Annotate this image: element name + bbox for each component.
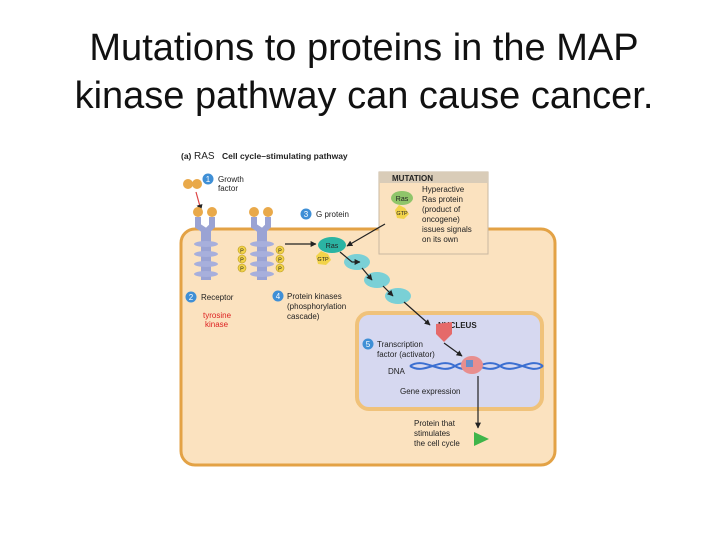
step-2-number: 2 xyxy=(189,293,194,302)
phosphate-groups: P P P P P P xyxy=(237,245,285,273)
mutation-line-2: Ras protein xyxy=(422,195,463,204)
gene-expression-label: Gene expression xyxy=(400,387,460,396)
step-4-line-1: Protein kinases xyxy=(287,292,342,301)
mutation-line-5: issues signals xyxy=(422,225,472,234)
step-1-badge xyxy=(202,173,214,185)
mutation-header: MUTATION xyxy=(392,174,433,183)
slide-title-line-2: kinase pathway can cause cancer. xyxy=(74,75,654,117)
protein-out-line-3: the cell cycle xyxy=(414,439,460,448)
mutation-ras-label: Ras xyxy=(396,196,409,203)
nucleus xyxy=(355,311,544,411)
ras-gprotein-icon xyxy=(318,237,346,253)
output-protein-icon xyxy=(474,432,489,446)
mutation-arrow xyxy=(346,223,386,247)
phosphate-label: P xyxy=(278,258,282,264)
step-5-line-2: factor (activator) xyxy=(377,350,435,359)
step-2-line-1: Receptor xyxy=(201,293,234,302)
step-3-number: 3 xyxy=(304,210,309,219)
tyrosine-kinase-line-2: kinase xyxy=(205,320,229,329)
tf-to-dna-arrow xyxy=(443,342,463,357)
receptor-2-icon xyxy=(249,207,274,280)
step-5-badge xyxy=(362,338,374,350)
protein-out-line-1: Protein that xyxy=(414,419,456,428)
ras-label: RAS xyxy=(194,151,215,162)
slide-title: Mutations to proteins in the MAP kinase … xyxy=(0,24,728,120)
step-5-line-1: Transcription xyxy=(377,340,423,349)
growth-factor-icon xyxy=(183,179,203,211)
phosphate-label: P xyxy=(240,267,244,273)
step-1-line-2: factor xyxy=(218,184,238,193)
receptor-1-icon xyxy=(193,207,218,280)
mutation-line-4: oncogene) xyxy=(422,215,460,224)
step-2-badge xyxy=(185,291,197,303)
tyrosine-kinase-line-1: tyrosine xyxy=(203,311,232,320)
dna-label: DNA xyxy=(388,367,406,376)
mutation-line-1: Hyperactive xyxy=(422,185,465,194)
panel-label: (a) xyxy=(181,151,192,161)
step-4-line-2: (phosphorylation xyxy=(287,302,346,311)
mutation-ras-icon xyxy=(391,191,413,205)
slide-title-line-1: Mutations to proteins in the MAP xyxy=(89,27,639,69)
ras-gtp-label: GTP xyxy=(317,257,329,263)
panel-title: Cell cycle–stimulating pathway xyxy=(222,151,348,161)
mutation-gtp-label: GTP xyxy=(396,211,408,217)
dna-helix-icon xyxy=(409,356,544,374)
step-1-line-1: Growth xyxy=(218,175,244,184)
step-3-badge xyxy=(300,208,312,220)
mutation-line-6: on its own xyxy=(422,235,458,244)
mutation-gtp-icon xyxy=(395,205,409,219)
step-5-number: 5 xyxy=(366,340,371,349)
step-1-number: 1 xyxy=(206,175,211,184)
mutation-line-3: (product of xyxy=(422,205,461,214)
nucleus-label: NUCLEUS xyxy=(438,321,477,330)
phosphate-label: P xyxy=(240,258,244,264)
phosphate-label: P xyxy=(278,267,282,273)
ras-gtp-icon xyxy=(316,251,331,265)
kinase-cascade-icon xyxy=(339,251,431,326)
phosphate-label: P xyxy=(278,249,282,255)
transcription-factor-icon xyxy=(436,322,452,342)
step-4-line-3: cascade) xyxy=(287,312,320,321)
step-4-number: 4 xyxy=(276,292,281,301)
step-4-badge xyxy=(272,290,284,302)
ras-gprotein-label: Ras xyxy=(326,243,339,250)
protein-out-line-2: stimulates xyxy=(414,429,450,438)
phosphate-label: P xyxy=(240,249,244,255)
step-3-line-1: G protein xyxy=(316,210,349,219)
